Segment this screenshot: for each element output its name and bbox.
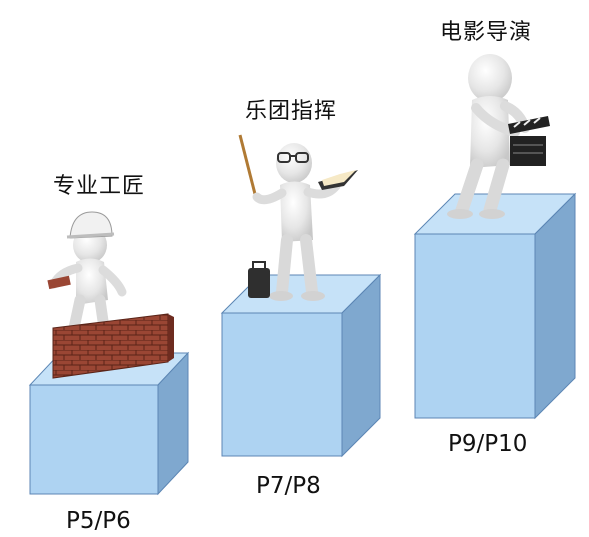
tier-2-role-label: 乐团指挥 <box>245 99 338 124</box>
podium-high-side <box>534 192 576 420</box>
tier-2-level-label: P7/P8 <box>256 473 321 499</box>
tier-3-role-label: 电影导演 <box>440 20 533 45</box>
podium-mid <box>220 273 382 458</box>
tier-1-role-label: 专业工匠 <box>53 174 146 199</box>
tier-1-level-label: P5/P6 <box>66 508 131 534</box>
briefcase-icon <box>248 268 270 298</box>
tier-3-level-label: P9/P10 <box>448 431 528 457</box>
podium-low-front <box>29 384 159 495</box>
bricklayer-figure <box>47 211 174 379</box>
podium-high-front <box>414 233 536 419</box>
glasses-icon <box>277 152 309 163</box>
podium-mid-front <box>221 312 343 457</box>
clapperboard-icon <box>508 116 550 166</box>
film-director-figure <box>447 54 550 219</box>
podium-high <box>413 192 577 420</box>
conductor-figure <box>238 134 358 301</box>
hard-hat-icon <box>69 211 113 239</box>
baton-icon <box>238 134 258 199</box>
